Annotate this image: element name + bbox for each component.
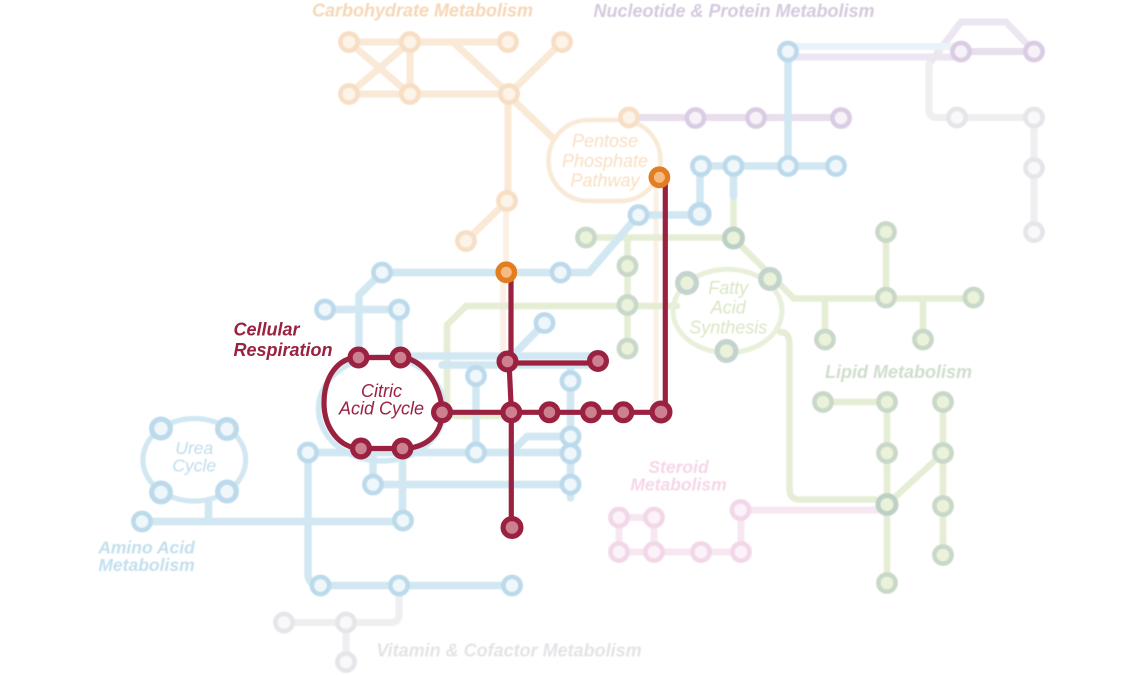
svg-text:Citric: Citric: [361, 381, 402, 401]
svg-text:Lipid Metabolism: Lipid Metabolism: [825, 362, 972, 382]
svg-text:Acid Cycle: Acid Cycle: [338, 399, 424, 419]
svg-text:Cellular: Cellular: [234, 320, 301, 340]
svg-text:Steroid: Steroid: [648, 457, 709, 477]
svg-text:Synthesis: Synthesis: [689, 318, 767, 338]
svg-text:Respiration: Respiration: [234, 340, 333, 360]
svg-text:Vitamin & Cofactor Metabolism: Vitamin & Cofactor Metabolism: [376, 641, 641, 661]
svg-text:Fatty: Fatty: [708, 278, 749, 298]
svg-text:Acid: Acid: [710, 298, 747, 318]
svg-text:Pentose: Pentose: [572, 131, 638, 151]
svg-text:Phosphate: Phosphate: [562, 151, 648, 171]
svg-text:Amino Acid: Amino Acid: [97, 538, 195, 558]
svg-text:Urea: Urea: [175, 438, 213, 458]
svg-text:Metabolism: Metabolism: [98, 555, 194, 575]
svg-text:Carbohydrate Metabolism: Carbohydrate Metabolism: [312, 1, 533, 21]
svg-text:Pathway: Pathway: [570, 171, 640, 191]
svg-text:Nucleotide & Protein Metabolis: Nucleotide & Protein Metabolism: [593, 1, 874, 21]
svg-text:Metabolism: Metabolism: [630, 475, 726, 495]
svg-text:Cycle: Cycle: [172, 456, 216, 476]
